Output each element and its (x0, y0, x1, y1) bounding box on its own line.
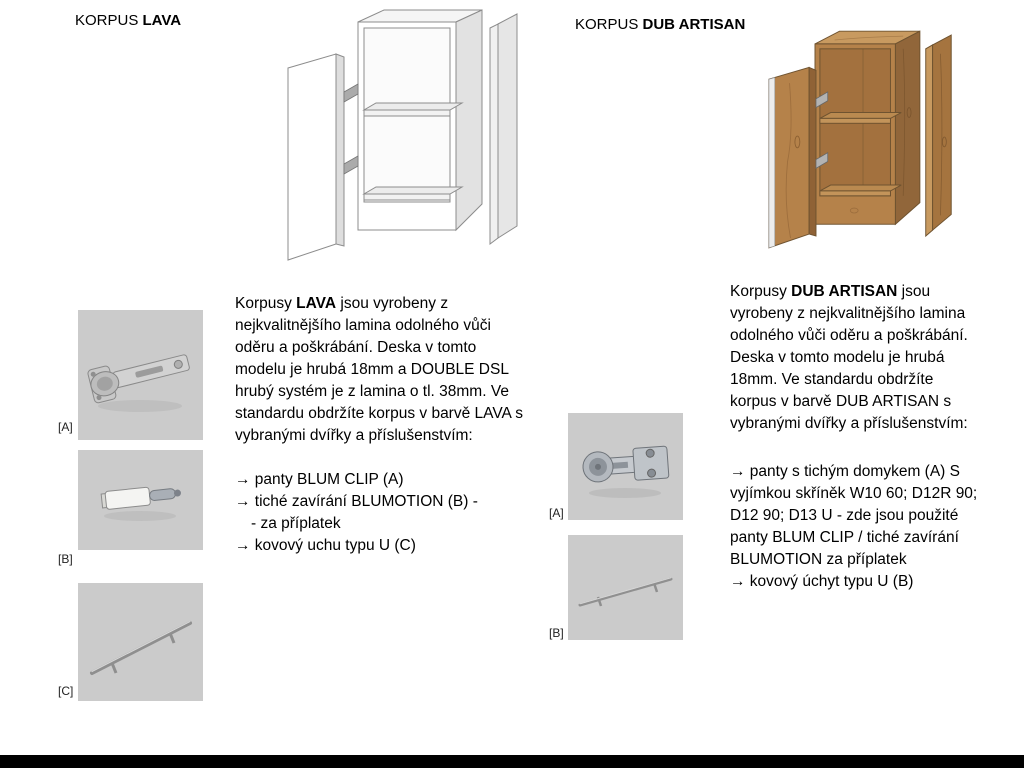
lava-hardware-c-image (78, 583, 203, 701)
paragraph-text: Korpusy (730, 283, 792, 300)
paragraph-bold: LAVA (296, 295, 337, 312)
hinge-blum-clip-icon (87, 354, 190, 412)
door-edge (808, 66, 817, 237)
lava-paragraph: Korpusy LAVA jsou vyrobeny z nejkvalitně… (235, 293, 527, 447)
paragraph-text: jsou vyrobeny z nejkvalitnějšího lamina … (730, 283, 968, 432)
bullet-item: → panty s tichým domykem (A) S vyjímkou … (730, 463, 978, 568)
artisan-hardware-a-image (568, 413, 683, 520)
heading-bold: DUB ARTISAN (642, 16, 746, 33)
bottom-shelf (363, 193, 451, 201)
bullet-item: → panty BLUM CLIP (A) (235, 471, 404, 488)
paragraph-text: Korpusy (235, 295, 297, 312)
hinge-with-plate-icon (582, 445, 670, 498)
shelf (363, 109, 451, 117)
paragraph-bold: DUB ARTISAN (791, 283, 898, 300)
u-handle-icon (90, 620, 192, 675)
artisan-paragraph: Korpusy DUB ARTISAN jsou vyrobeny z nejk… (730, 281, 978, 435)
label-c-left: [C] (58, 684, 74, 698)
bullet-item: → tiché zavírání BLUMOTION (B) - (235, 493, 478, 510)
heading-korpus-dub-artisan: KORPUS DUB ARTISAN (575, 16, 745, 33)
lava-cabinet-svg (287, 9, 518, 261)
corpus-side (894, 30, 921, 226)
bullet-item: → kovový úchyt typu U (B) (730, 573, 914, 590)
label-b-left: [B] (58, 552, 73, 566)
dub-artisan-description: Korpusy DUB ARTISAN jsou vyrobeny z nejk… (730, 281, 978, 593)
artisan-bullet-list: → panty s tichým domykem (A) S vyjímkou … (730, 461, 978, 593)
door-edge (335, 53, 345, 247)
label-a-right: [A] (549, 506, 564, 520)
bullet-item: - za příplatek (251, 515, 341, 532)
heading-prefix: KORPUS (575, 16, 643, 33)
heading-prefix: KORPUS (75, 12, 143, 29)
bottom-shelf (819, 190, 891, 197)
footer-bar (0, 755, 1024, 768)
side-panel-edge (925, 44, 934, 238)
hinge-icon (343, 83, 359, 103)
door-open (287, 53, 337, 261)
damper-blumotion-icon (100, 486, 181, 521)
hinge-icon (815, 152, 829, 170)
hinge-icon (343, 155, 359, 175)
side-panel (497, 13, 518, 239)
corpus-side (455, 9, 483, 232)
heading-korpus-lava: KORPUS LAVA (75, 12, 181, 29)
lava-hardware-a-image (78, 310, 203, 440)
side-panel-edge (489, 23, 499, 245)
artisan-hardware-b-image (568, 535, 683, 640)
u-handle-icon (578, 577, 673, 607)
lava-bullet-list: → panty BLUM CLIP (A) → tiché zavírání B… (235, 469, 527, 557)
lava-hardware-b-image (78, 450, 203, 550)
door-white-edge (768, 77, 776, 249)
heading-bold: LAVA (142, 12, 182, 29)
paragraph-text: jsou vyrobeny z nejkvalitnějšího lamina … (235, 295, 524, 444)
dub-artisan-cabinet-svg (768, 30, 952, 249)
dub-artisan-cabinet-drawing (766, 24, 962, 252)
hinge-icon (815, 91, 829, 109)
label-a-left: [A] (58, 420, 73, 434)
lava-description: Korpusy LAVA jsou vyrobeny z nejkvalitně… (235, 293, 527, 557)
lava-cabinet-drawing (286, 6, 519, 262)
bullet-item: → kovový uchu typu U (C) (235, 537, 416, 554)
label-b-right: [B] (549, 626, 564, 640)
shelf (819, 117, 891, 124)
